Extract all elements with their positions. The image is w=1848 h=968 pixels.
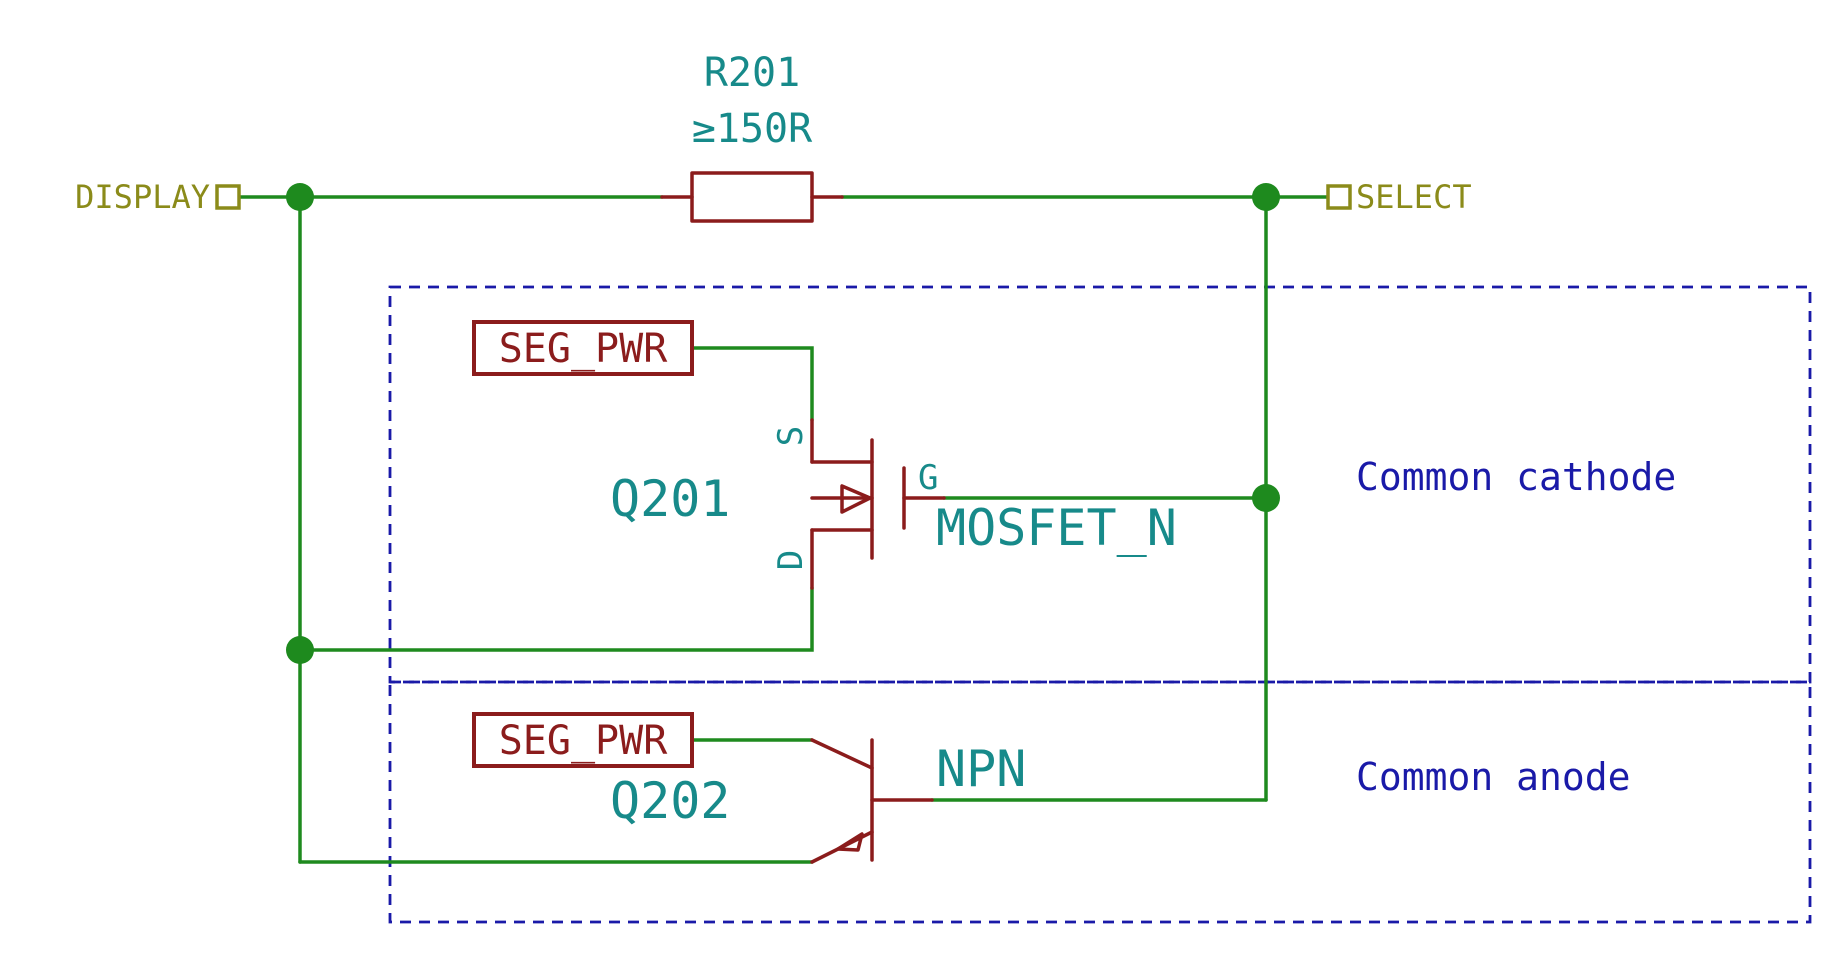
npn-collector [810,738,874,770]
common-cathode-region [388,285,1812,684]
npn-emitter-arrow-icon [836,832,864,852]
net-tag-box [472,320,694,376]
resistor-value: ≥150R [692,106,813,152]
resistor-ref: R201 [704,50,800,96]
port-square-icon [1326,184,1352,210]
wire-segpwr-top-to-source[interactable] [690,346,814,422]
mosfet-type: MOSFET_N [936,499,1177,557]
port-square-icon [215,184,241,210]
port-display[interactable]: DISPLAY [75,178,241,216]
net-tag-seg-pwr-top[interactable]: SEG_PWR [472,320,694,376]
common-cathode-note: Common cathode [1356,455,1676,499]
junction-dot [1252,183,1280,211]
mosfet-pin-gate-label: G [918,458,938,498]
junction-dot [286,636,314,664]
common-anode-region [388,680,1812,924]
junction-dot [1252,484,1280,512]
net-tag-label: SEG_PWR [499,326,668,372]
port-select[interactable]: SELECT [1326,178,1472,216]
mosfet-arrow-icon [840,484,872,514]
port-display-label: DISPLAY [75,178,210,216]
net-tag-label: SEG_PWR [499,718,668,764]
mosfet-pin-drain-label: D [771,550,811,570]
net-tag-box [472,712,694,768]
net-tag-seg-pwr-bottom[interactable]: SEG_PWR [472,712,694,768]
common-anode-note: Common anode [1356,755,1631,799]
junctions [286,183,1280,664]
mosfet-ref: Q201 [610,470,730,528]
npn-q202[interactable]: Q202 NPN [610,738,1026,864]
mosfet-pin-source-label: S [771,426,811,446]
npn-type: NPN [936,740,1026,798]
region-boxes [388,285,1812,924]
mosfet-q201[interactable]: S D G Q201 MOSFET_N [610,418,1177,590]
junction-dot [286,183,314,211]
npn-ref: Q202 [610,772,730,830]
wire-drain-to-left-bus[interactable] [298,586,814,652]
port-select-label: SELECT [1356,178,1472,216]
resistor-body-icon [690,171,814,223]
resistor-r201[interactable]: R201 ≥150R [660,50,844,223]
